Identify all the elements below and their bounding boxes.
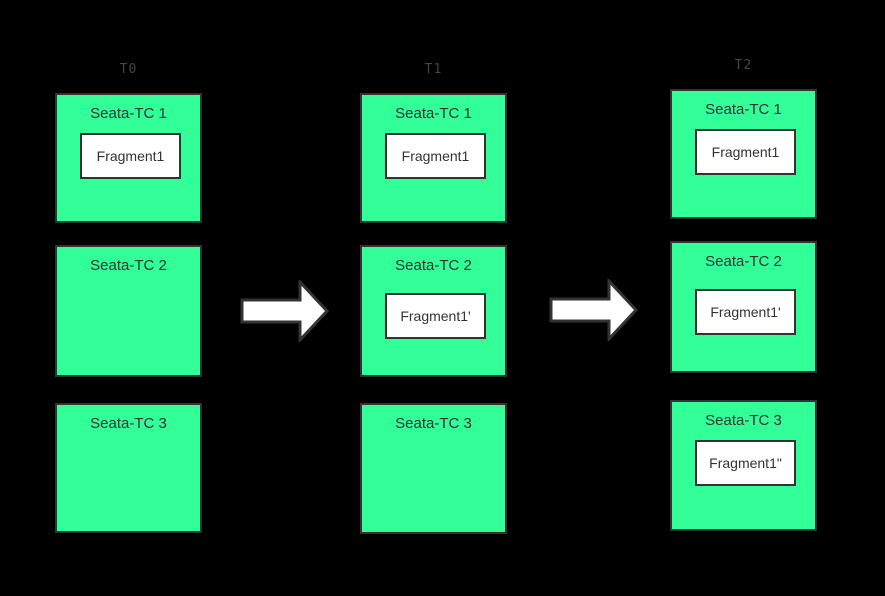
node-title: Seata-TC 3 — [90, 415, 167, 432]
fragment-label: Fragment1 — [401, 148, 470, 164]
time-label-t2: T2 — [734, 58, 753, 73]
node-title: Seata-TC 3 — [705, 412, 782, 429]
node-title: Seata-TC 2 — [705, 253, 782, 270]
fragment-label: Fragment1' — [400, 308, 471, 324]
time-label-t0: T0 — [119, 62, 138, 77]
fragment-box: Fragment1' — [385, 293, 486, 339]
node-t1-seata-tc-1: Seata-TC 1 Fragment1 — [360, 93, 507, 223]
fragment-label: Fragment1" — [709, 455, 782, 471]
node-t0-seata-tc-1: Seata-TC 1 Fragment1 — [55, 93, 202, 223]
node-title: Seata-TC 1 — [705, 101, 782, 118]
fragment-label: Fragment1' — [710, 304, 781, 320]
fragment-box: Fragment1 — [385, 133, 486, 179]
fragment-label: Fragment1 — [96, 148, 165, 164]
time-label-t1: T1 — [424, 62, 443, 77]
fragment-box: Fragment1 — [80, 133, 181, 179]
arrow-right-icon — [549, 279, 639, 341]
node-t0-seata-tc-2: Seata-TC 2 — [55, 245, 202, 377]
node-t1-seata-tc-2: Seata-TC 2 Fragment1' — [360, 245, 507, 377]
fragment-box: Fragment1 — [695, 129, 796, 175]
fragment-box: Fragment1" — [695, 440, 796, 486]
node-t2-seata-tc-3: Seata-TC 3 Fragment1" — [670, 400, 817, 531]
node-title: Seata-TC 3 — [395, 415, 472, 432]
node-t2-seata-tc-1: Seata-TC 1 Fragment1 — [670, 89, 817, 219]
node-t2-seata-tc-2: Seata-TC 2 Fragment1' — [670, 241, 817, 373]
node-t1-seata-tc-3: Seata-TC 3 — [360, 403, 507, 534]
node-title: Seata-TC 1 — [395, 105, 472, 122]
node-title: Seata-TC 1 — [90, 105, 167, 122]
fragment-box: Fragment1' — [695, 289, 796, 335]
arrow-right-icon — [240, 280, 330, 342]
node-title: Seata-TC 2 — [90, 257, 167, 274]
node-t0-seata-tc-3: Seata-TC 3 — [55, 403, 202, 533]
fragment-label: Fragment1 — [711, 144, 780, 160]
node-title: Seata-TC 2 — [395, 257, 472, 274]
